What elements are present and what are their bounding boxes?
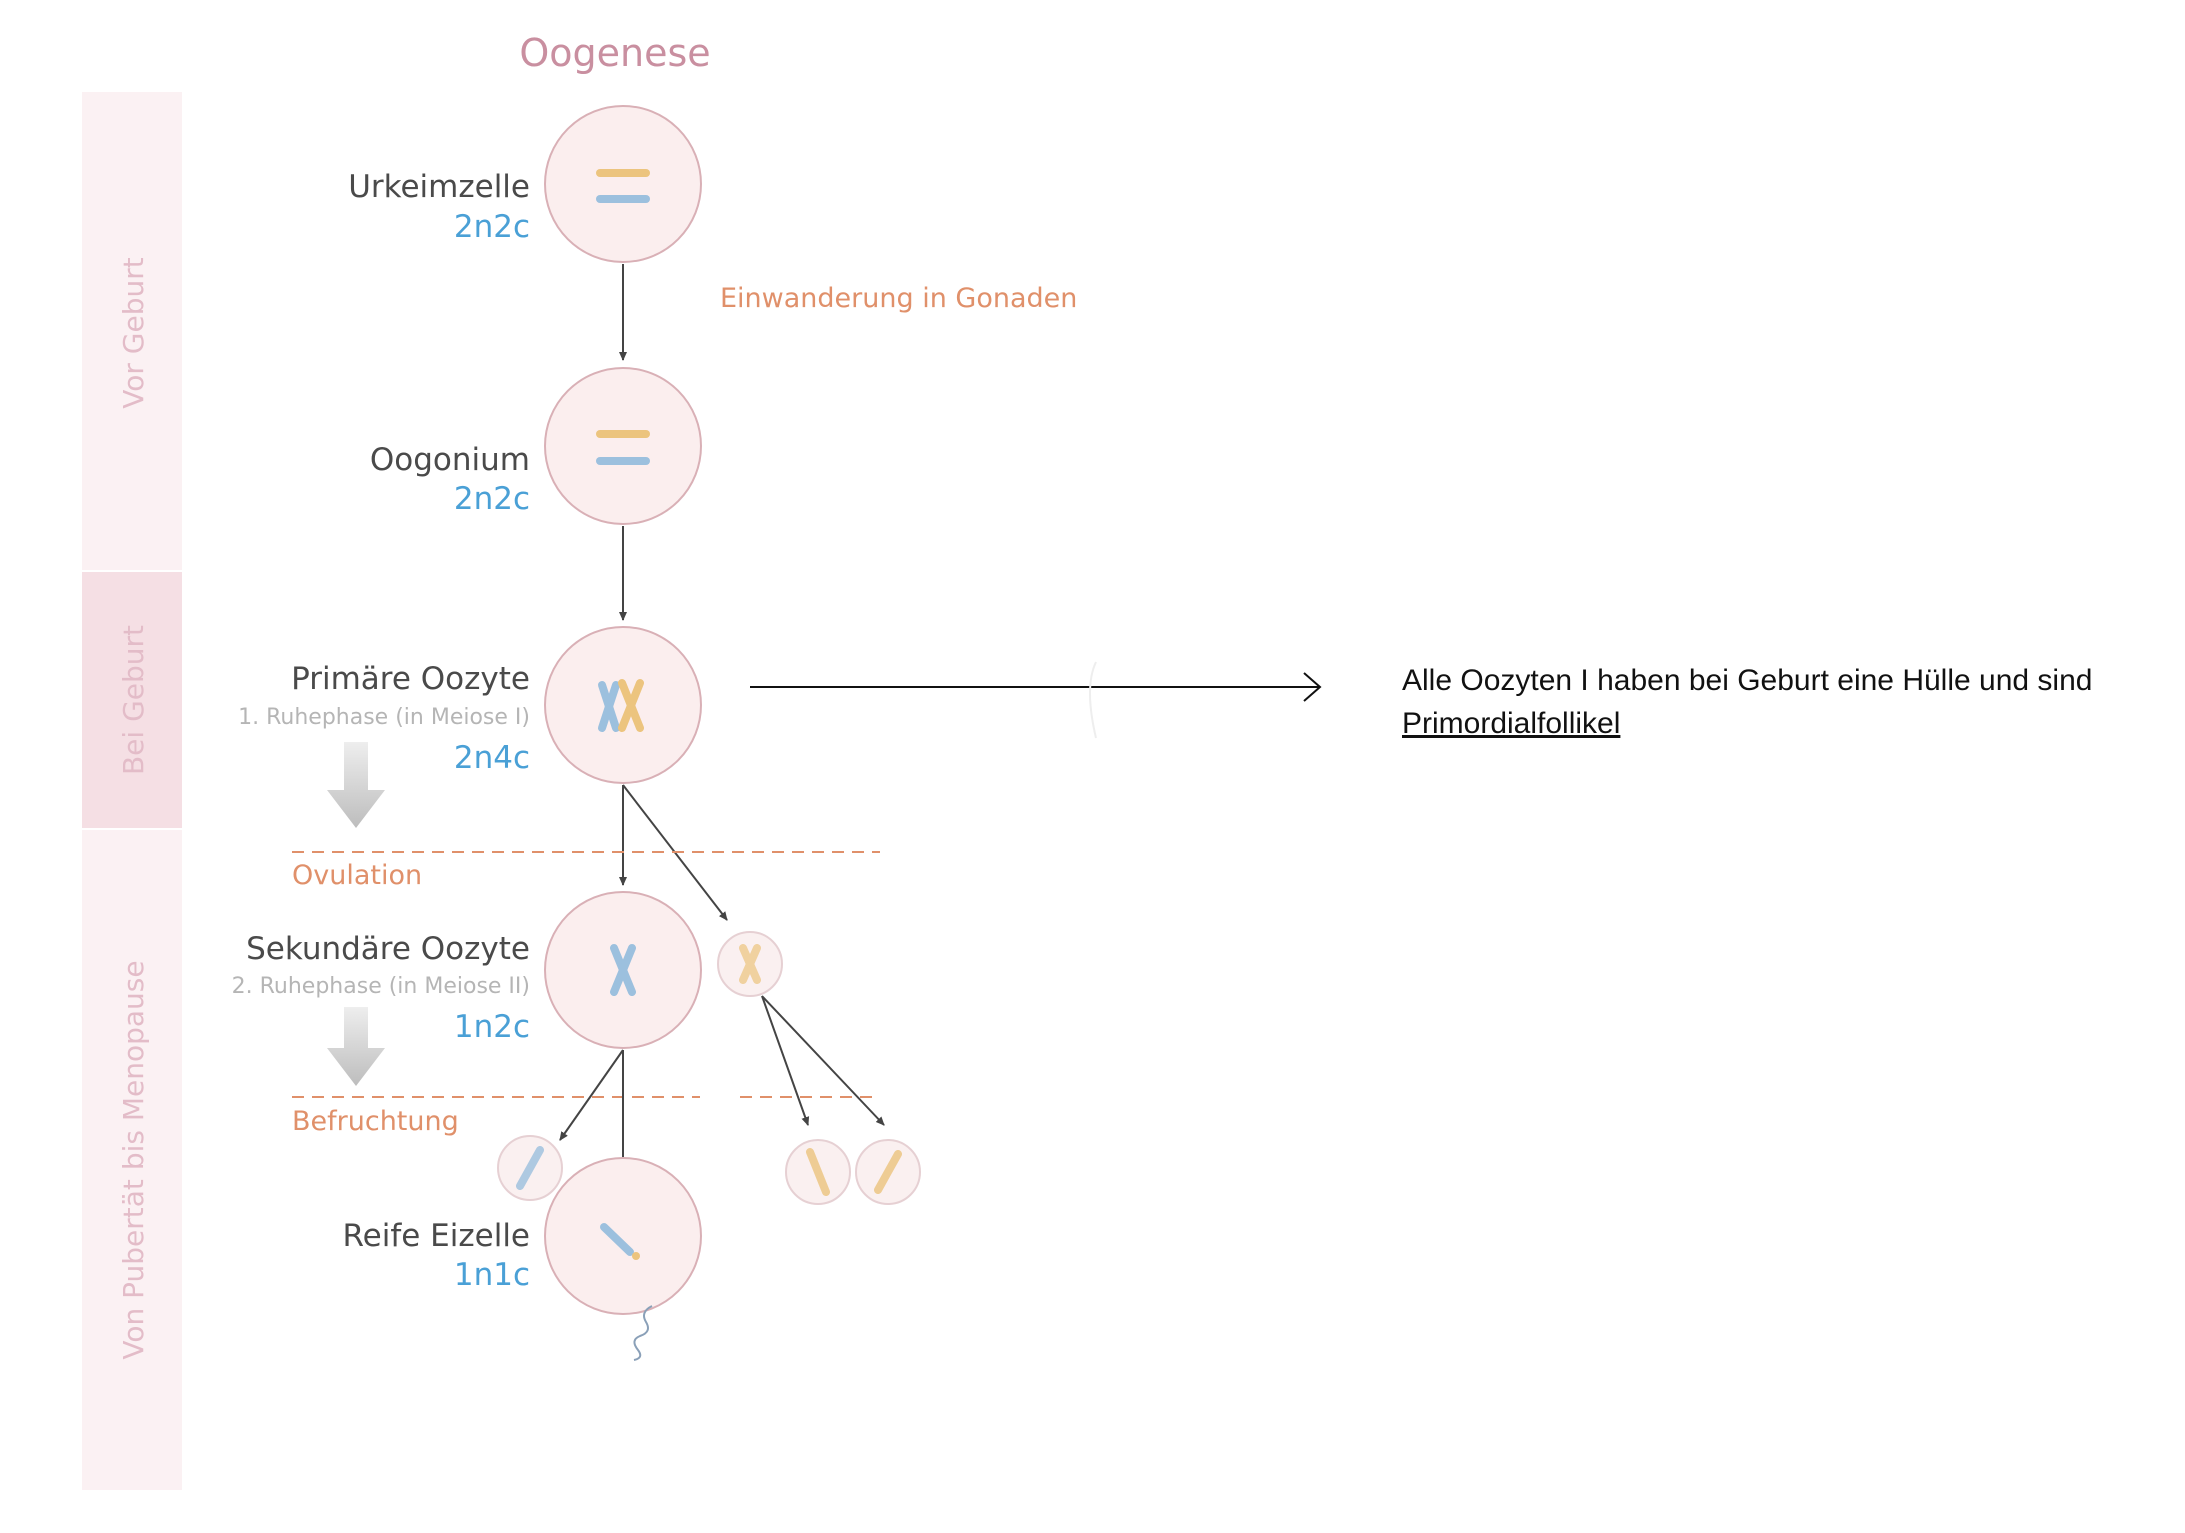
note-text: Alle Oozyten I haben bei Geburt eine Hül… [1402,664,2092,697]
side-label-at-birth: Bei Geburt [117,625,150,775]
arrow-to-polar-body [559,1049,624,1141]
chromosome-icon [610,944,636,996]
ploidy-oogonium: 2n2c [454,481,530,517]
sperm-tail-icon [633,1305,653,1361]
cell-mature-egg [544,1157,702,1315]
stage-label-mature-egg: Reife Eizelle [342,1218,530,1254]
chromosome-icon [739,944,761,984]
rest-phase-1: 1. Ruhephase (in Meiose I) [238,705,530,730]
stage-label-oogonium: Oogonium [370,442,530,478]
chromosome-icon [874,1150,902,1194]
chromosome-icon [806,1148,830,1196]
stage-label-urkeimzelle: Urkeimzelle [348,169,530,205]
diagram-title: Oogenese [519,31,710,75]
chromosome-icon [600,1223,634,1256]
phase-arrow-icon [327,1007,385,1086]
faint-bracket [1089,661,1097,739]
stage-label-secondary-oocyte: Sekundäre Oozyte [246,931,530,967]
ploidy-mature-egg: 1n1c [454,1257,530,1293]
side-band-at-birth [82,572,182,828]
side-band-puberty-menopause [82,830,182,1490]
event-ovulation: Ovulation [292,860,422,891]
cell-primary-oocyte [544,626,702,784]
side-label-puberty-menopause: Von Pubertät bis Menopause [117,960,150,1359]
phase-arrow-icon [327,742,385,828]
side-label-before-birth: Vor Geburt [117,257,150,408]
arrow-to-polar-body [761,995,885,1126]
side-band-before-birth [82,92,182,570]
chromosome-icon [516,1146,544,1190]
rest-phase-2: 2. Ruhephase (in Meiose II) [232,974,530,999]
cell-urkeimzelle [544,105,702,263]
chromosome-pair-icon [598,679,644,732]
stage-label-primary-oocyte: Primäre Oozyte [291,661,530,697]
event-fertilization: Befruchtung [292,1106,459,1137]
note-link-primordialfollikel[interactable]: Primordialfollikel [1402,707,1620,740]
ploidy-urkeimzelle: 2n2c [454,209,530,245]
ploidy-primary-oocyte: 2n4c [454,740,530,776]
centromere-icon [632,1252,640,1260]
arrow-to-polar-body [761,995,810,1126]
event-migration: Einwanderung in Gonaden [720,283,1077,314]
ploidy-secondary-oocyte: 1n2c [454,1009,530,1045]
cell-oogonium [544,367,702,525]
note-arrowhead-icon [1303,672,1322,702]
